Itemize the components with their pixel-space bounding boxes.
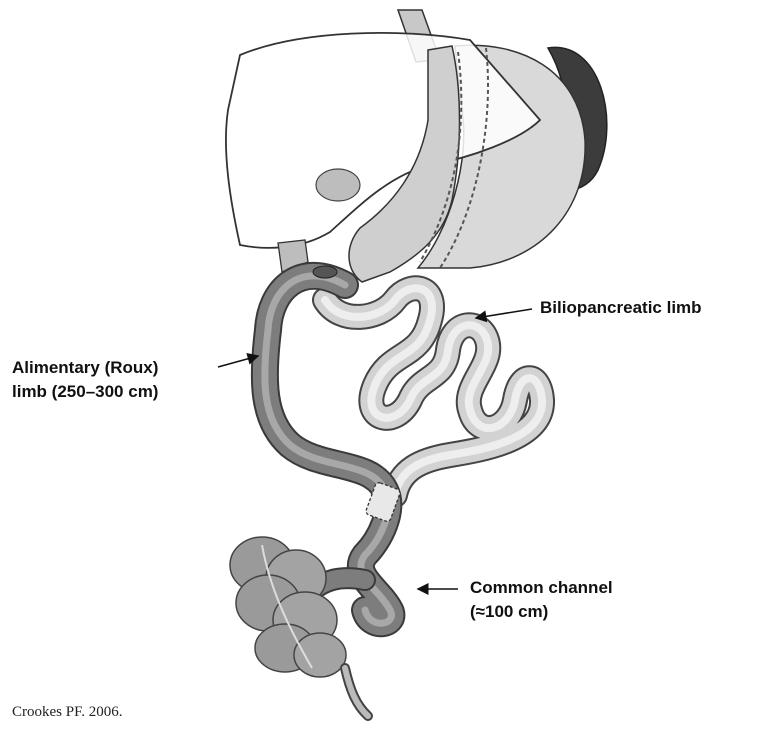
- alimentary-limb-label: Alimentary (Roux) limb (250–300 cm): [12, 356, 158, 404]
- figure-credit: Crookes PF. 2006.: [12, 704, 122, 721]
- biliopancreatic-limb-label: Biliopancreatic limb: [540, 296, 702, 320]
- common-channel-label-line2: (≈100 cm): [470, 600, 613, 624]
- common-channel-label-line1: Common channel: [470, 576, 613, 600]
- gallbladder: [316, 169, 360, 201]
- common-channel-label: Common channel (≈100 cm): [470, 576, 613, 624]
- biliopancreatic-arrow: [476, 309, 532, 318]
- gastrojejunal-anastomosis: [313, 266, 337, 278]
- cecum: [230, 537, 346, 677]
- alimentary-limb-label-line1: Alimentary (Roux): [12, 356, 158, 380]
- alimentary-limb-label-line2: limb (250–300 cm): [12, 380, 158, 404]
